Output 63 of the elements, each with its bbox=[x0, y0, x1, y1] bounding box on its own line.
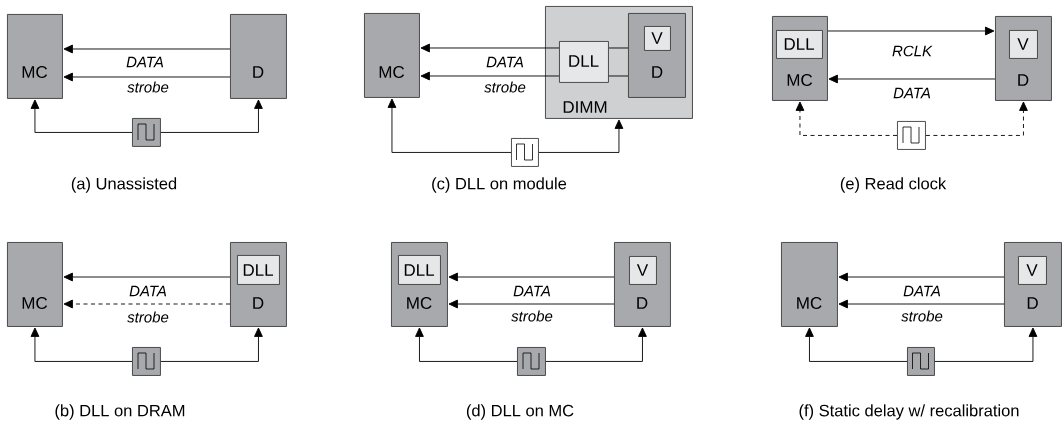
clock-arrow bbox=[545, 327, 647, 362]
arrow bbox=[838, 272, 1005, 282]
edge-label: strobe bbox=[126, 80, 170, 94]
connector-line bbox=[608, 47, 629, 49]
clock-source-box bbox=[907, 347, 935, 376]
component-box: D bbox=[230, 14, 287, 99]
clock-source-box bbox=[132, 347, 161, 376]
edge-label: DATA bbox=[512, 284, 552, 298]
clock-arrow bbox=[805, 327, 908, 362]
arrow bbox=[63, 299, 231, 309]
connector-line bbox=[608, 75, 629, 77]
panel-caption: (e) Read clock bbox=[840, 177, 947, 193]
arrow bbox=[448, 272, 615, 282]
clock-arrow bbox=[795, 101, 898, 136]
sub-block-box: DLL bbox=[398, 255, 441, 285]
sub-block-box: V bbox=[629, 256, 657, 285]
component-box: MC bbox=[781, 242, 838, 327]
panel-caption: (c) DLL on module bbox=[432, 177, 567, 193]
panel-caption: (f) Static delay w/ recalibration bbox=[799, 404, 1019, 420]
clock-arrow bbox=[415, 327, 518, 362]
sub-block-box: V bbox=[1009, 30, 1038, 59]
clock-arrow bbox=[160, 99, 263, 133]
component-box: MC bbox=[364, 13, 420, 98]
clock-arrow bbox=[30, 99, 133, 133]
panel-caption: (b) DLL on DRAM bbox=[55, 404, 185, 420]
sub-block-box: DLL bbox=[237, 255, 280, 285]
edge-label: DATA bbox=[125, 55, 165, 69]
edge-label: RCLK bbox=[891, 44, 933, 58]
edge-label: DATA bbox=[902, 284, 942, 298]
clock-arrow bbox=[925, 101, 1028, 136]
edge-label: strobe bbox=[510, 309, 554, 323]
panel-caption: (a) Unassisted bbox=[71, 177, 177, 193]
arrow bbox=[63, 44, 231, 54]
arrow bbox=[420, 43, 560, 53]
sub-block-box: V bbox=[1018, 256, 1047, 285]
clock-arrow bbox=[30, 327, 133, 362]
sub-block-box: V bbox=[644, 26, 671, 51]
edge-label: DATA bbox=[892, 86, 932, 100]
edge-label: strobe bbox=[483, 80, 527, 94]
clock-arrow bbox=[387, 98, 512, 153]
arrow bbox=[838, 299, 1005, 309]
arrow bbox=[420, 71, 560, 81]
arrow bbox=[63, 272, 231, 282]
sub-block-box: DLL bbox=[559, 41, 609, 83]
edge-label: strobe bbox=[900, 309, 944, 323]
clock-arrow bbox=[160, 327, 263, 362]
clock-source-box bbox=[897, 121, 926, 150]
component-box: MC bbox=[7, 242, 63, 327]
panel-caption: (d) DLL on MC bbox=[466, 404, 574, 420]
clock-arrow bbox=[934, 327, 1038, 362]
arrow bbox=[828, 74, 996, 84]
edge-label: strobe bbox=[126, 310, 170, 324]
sub-block-box: DLL bbox=[776, 30, 823, 59]
arrow bbox=[448, 299, 615, 309]
arrow bbox=[827, 26, 995, 36]
clock-source-box bbox=[132, 118, 161, 147]
clock-arrow bbox=[538, 119, 624, 153]
clock-source-box bbox=[511, 138, 539, 167]
component-box: MC bbox=[7, 14, 63, 99]
edge-label: DATA bbox=[485, 55, 525, 69]
edge-label: DATA bbox=[128, 284, 168, 298]
arrow bbox=[63, 72, 231, 82]
clock-source-box bbox=[517, 347, 546, 376]
